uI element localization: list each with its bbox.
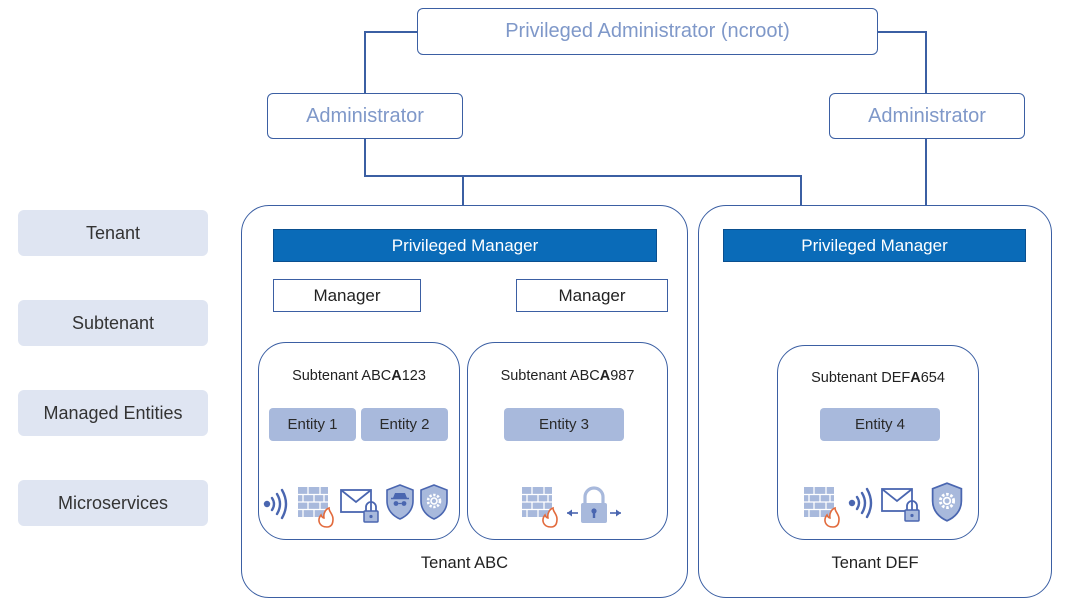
- tenant-abc-label: Tenant ABC: [420, 554, 509, 572]
- level-managed-entities: Managed Entities: [18, 390, 208, 436]
- subtenant-abca987-container: [467, 342, 668, 540]
- gear-shield-icon: [931, 482, 963, 522]
- manager-left: Manager: [273, 279, 421, 312]
- mail-lock-icon: [340, 489, 379, 523]
- firewall-icon: [298, 487, 334, 528]
- privileged-administrator-box: Privileged Administrator (ncroot): [417, 8, 878, 55]
- spy-shield-icon: [386, 484, 414, 520]
- connector-line: [364, 139, 802, 205]
- subtenant-abca123-title: Subtenant ABCA123: [292, 368, 426, 384]
- level-tenant: Tenant: [18, 210, 208, 256]
- entity-2: Entity 2: [361, 408, 448, 441]
- manager-right: Manager: [516, 279, 668, 312]
- connector-line: [364, 31, 417, 93]
- entity-4: Entity 4: [820, 408, 940, 441]
- gear-shield-icon: [420, 484, 448, 520]
- tenant-def-label: Tenant DEF: [831, 554, 919, 572]
- privileged-manager-def: Privileged Manager: [723, 229, 1026, 262]
- wifi-icon: [263, 488, 288, 520]
- administrator-right-box: Administrator: [829, 93, 1025, 139]
- mail-lock-icon: [881, 488, 920, 522]
- firewall-icon: [804, 487, 840, 528]
- administrator-left-box: Administrator: [267, 93, 463, 139]
- lock-arrows-icon: [567, 486, 621, 523]
- privileged-manager-abc: Privileged Manager: [273, 229, 657, 262]
- firewall-icon: [522, 487, 558, 528]
- entity-1: Entity 1: [269, 408, 356, 441]
- level-microservices: Microservices: [18, 480, 208, 526]
- wifi-icon: [848, 487, 873, 519]
- level-subtenant: Subtenant: [18, 300, 208, 346]
- subtenant-abca987-title: Subtenant ABCA987: [500, 368, 635, 384]
- entity-3: Entity 3: [504, 408, 624, 441]
- connector-line: [878, 31, 927, 93]
- subtenant-defa654-title: Subtenant DEFA654: [811, 370, 945, 386]
